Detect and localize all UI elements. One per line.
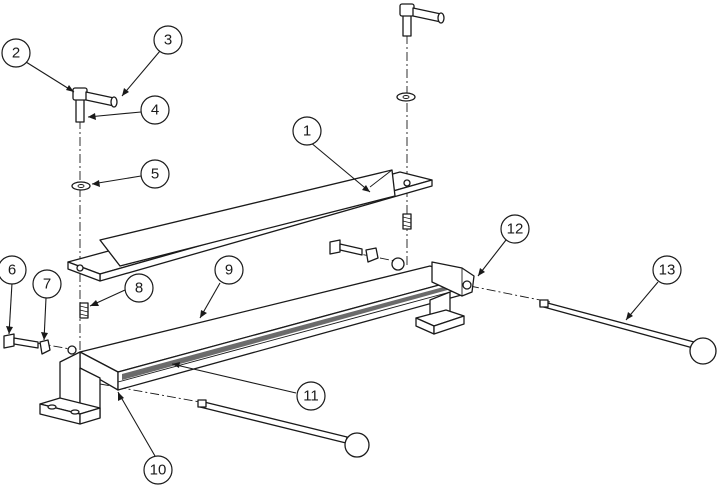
part-left-bracket	[39, 345, 101, 425]
balloon-5: 5	[140, 159, 170, 189]
balloon-8: 8	[124, 273, 154, 303]
balloon-7: 7	[32, 269, 62, 299]
balloon-label: 8	[135, 280, 143, 297]
part-right-bracket	[415, 291, 465, 335]
balloon-label: 12	[507, 221, 524, 238]
balloon-10: 10	[143, 455, 173, 485]
leader-lines	[6, 50, 659, 457]
part-clamp-blade	[67, 169, 433, 282]
part-springs	[79, 213, 412, 319]
balloon-label: 10	[150, 462, 167, 479]
balloon-13: 13	[652, 255, 682, 285]
balloon-2: 2	[1, 38, 31, 68]
balloon-label: 5	[151, 166, 159, 183]
balloon-label: 7	[43, 276, 51, 293]
part-left-bolt-nut	[3, 333, 51, 355]
balloon-6: 6	[0, 255, 27, 285]
part-bed-bar	[79, 265, 466, 391]
balloon-label: 4	[151, 102, 159, 119]
balloon-label: 6	[8, 262, 16, 279]
balloon-9: 9	[214, 255, 244, 285]
part-washers	[71, 92, 416, 191]
balloon-label: 11	[303, 388, 319, 405]
balloon-label: 1	[303, 123, 311, 140]
balloon-label: 9	[225, 262, 233, 279]
balloon-12: 12	[500, 214, 530, 244]
part-left-handle-bolt	[72, 87, 118, 123]
balloon-label: 13	[659, 262, 676, 279]
balloon-4: 4	[140, 95, 170, 125]
balloon-11: 11	[296, 381, 326, 411]
balloon-label: 2	[12, 45, 20, 62]
part-right-bolt-nut	[329, 239, 379, 263]
balloon-1: 1	[292, 116, 322, 146]
balloon-3: 3	[153, 25, 183, 55]
part-right-handle-bolt	[399, 3, 445, 37]
balloon-label: 3	[164, 32, 172, 49]
part-lower-handle-rod	[197, 399, 370, 458]
part-right-handle-rod	[539, 299, 717, 365]
part-right-end-cap	[391, 257, 475, 297]
